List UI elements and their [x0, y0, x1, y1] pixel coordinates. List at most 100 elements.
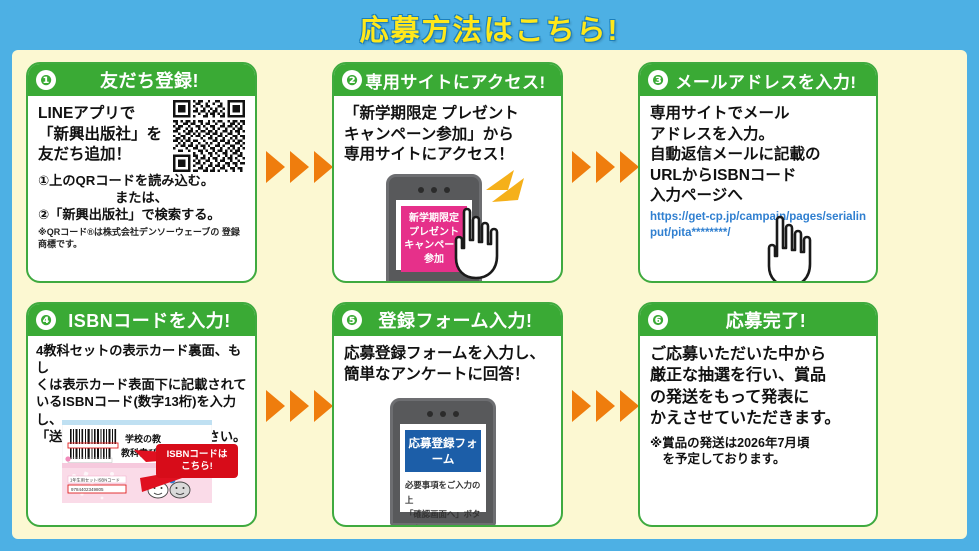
campaign-button[interactable]: 新学期限定 プレゼント キャンペーン参加: [401, 206, 467, 272]
phone-body: 応募登録フォーム 必要事項をご入力の上 「確認画面へ」ボタンを 押してください。: [390, 398, 496, 525]
qr-code-icon: [173, 100, 245, 172]
arrow-icon: [620, 151, 639, 183]
phone-dot-icon: [427, 411, 433, 417]
step-1-number: ❶: [36, 70, 56, 90]
phone-dot-icon: [453, 411, 459, 417]
form-instruction-lines: 必要事項をご入力の上 「確認画面へ」ボタンを 押してください。: [405, 478, 481, 525]
arrow-icon: [596, 151, 615, 183]
arrow-4-to-5: [266, 390, 333, 422]
phone-dots: [396, 187, 472, 193]
campaign-button-line-3: キャンペーン参加: [404, 240, 464, 265]
arrow-icon: [572, 390, 591, 422]
step-2-header: ❷ 専用サイトにアクセス!: [334, 64, 561, 96]
step-1-sub-2: または、: [115, 189, 168, 205]
isbn-callout-label: ISBNコードは こちら!: [156, 444, 238, 478]
step-5-header: ❺ 登録フォーム入力!: [334, 304, 561, 336]
arrow-icon: [266, 390, 285, 422]
step-4-line-1: 4教科セットの表示カード裏面、もし: [36, 343, 242, 376]
phone-dot-icon: [431, 187, 437, 193]
step-6-title: 応募完了!: [725, 311, 807, 331]
step-5-line-1: 応募登録フォームを入力し、: [344, 345, 546, 362]
arrow-icon: [290, 151, 309, 183]
step-2-title: 専用サイトにアクセス!: [365, 72, 546, 92]
step-card-6: ❻ 応募完了! ご応募いただいた中から 厳正な抽選を行い、賞品 の発送をもって発…: [638, 302, 878, 527]
step-3-line-2: アドレスを入力。: [650, 125, 775, 143]
step-2-line-3: 専用サイトにアクセス！: [344, 146, 514, 164]
step-4-number: ❹: [36, 310, 56, 330]
step-4-title: ISBNコードを入力!: [68, 311, 231, 331]
step-6-line-1: ご応募いただいた中から: [650, 346, 827, 363]
campaign-button-line-2: プレゼント: [409, 226, 459, 238]
form-instruction-line-1: 必要事項をご入力の上: [405, 480, 481, 505]
arrow-icon: [290, 390, 309, 422]
campaign-button-line-1: 新学期限定: [409, 213, 459, 224]
step-card-1: ❶ 友だち登録! LINEアプリで 「新興出版社」を 友だち追加！: [26, 62, 257, 283]
step-1-header: ❶ 友だち登録!: [28, 64, 255, 96]
step-5-body: 応募登録フォームを入力し、 簡単なアンケートに回答！ 応募登録フォーム: [334, 336, 561, 525]
step-4-line-2: くは表示カード表面下に記載されて: [36, 377, 247, 393]
step-card-3: ❸ メールアドレスを入力! 専用サイトでメール アドレスを入力。 自動返信メール…: [638, 62, 878, 283]
svg-text:学校の教: 学校の教: [125, 433, 162, 444]
phone-mockup-step5: 応募登録フォーム 必要事項をご入力の上 「確認画面へ」ボタンを 押してください。: [390, 398, 496, 525]
arrow-icon: [572, 151, 591, 183]
step-1-line-3: 友だち追加！: [38, 146, 132, 164]
step-6-body: ご応募いただいた中から 厳正な抽選を行い、賞品 の発送をもって発表に かえさせて…: [640, 336, 876, 525]
step-6-line-4: かえさせていただきます。: [650, 409, 841, 427]
isbn-callout-line-1: ISBNコードは: [166, 449, 228, 460]
step-2-line-1: 「新学期限定 プレゼント: [344, 105, 519, 122]
step-2-number: ❷: [342, 70, 362, 90]
phone-dots: [400, 411, 486, 417]
infographic-inner: 応募方法はこちら! ❶ 友だち登録! LINEアプリで 「新興出版社」を 友だち…: [6, 6, 973, 545]
step-2-body: 「新学期限定 プレゼント キャンペーン参加」から 専用サイトにアクセス！: [334, 96, 561, 281]
step-1-line-2: 「新興出版社」を: [38, 125, 163, 143]
step-4-body: 4教科セットの表示カード裏面、もし くは表示カード表面下に記載されて いるISB…: [28, 336, 255, 525]
step-6-line-2: 厳正な抽選を行い、賞品: [650, 367, 827, 385]
arrow-icon: [266, 151, 285, 183]
step-1-body: LINEアプリで 「新興出版社」を 友だち追加！: [28, 96, 255, 281]
phone-screen: 新学期限定 プレゼント キャンペーン参加: [396, 200, 472, 272]
arrow-5-to-6: [572, 390, 639, 422]
step-3-line-1: 専用サイトでメール: [650, 105, 790, 122]
arrow-icon: [620, 390, 639, 422]
isbn-callout-line-2: こちら!: [181, 460, 213, 472]
step-6-footnote-line-1: ※賞品の発送は2026年7月頃: [650, 436, 810, 451]
step-5-line-2: 簡単なアンケートに回答！: [344, 365, 530, 383]
phone-dot-icon: [418, 187, 424, 193]
step-6-number: ❻: [648, 310, 668, 330]
phone-dot-icon: [444, 187, 450, 193]
arrow-icon: [596, 390, 615, 422]
step-6-header: ❻ 応募完了!: [640, 304, 876, 336]
svg-text:9784402349805: 9784402349805: [71, 487, 104, 492]
arrow-1-to-2: [266, 151, 333, 183]
registration-form-header: 応募登録フォーム: [405, 430, 481, 472]
phone-body: 新学期限定 プレゼント キャンペーン参加: [386, 174, 482, 281]
form-instruction-line-2: 「確認画面へ」ボタンを: [405, 509, 481, 525]
arrow-icon: [314, 390, 333, 422]
step-card-2: ❷ 専用サイトにアクセス! 「新学期限定 プレゼント キャンペーン参加」から 専…: [332, 62, 563, 283]
step-5-number: ❺: [342, 310, 362, 330]
steps-canvas: ❶ 友だち登録! LINEアプリで 「新興出版社」を 友だち追加！: [12, 50, 967, 539]
click-burst-icon: [484, 168, 530, 213]
header-bar: 応募方法はこちら!: [6, 6, 973, 50]
step-3-line-4: URLからISBNコード: [650, 166, 797, 184]
serial-input-url-link[interactable]: https://get-cp.jp/campain/pages/serialin…: [650, 211, 866, 239]
step-3-body: 専用サイトでメール アドレスを入力。 自動返信メールに記載の URLからISBN…: [640, 96, 876, 281]
step-4-header: ❹ ISBNコードを入力!: [28, 304, 255, 336]
step-1-sub-3: ②「新興出版社」で検索する。: [38, 207, 221, 223]
step-3-header: ❸ メールアドレスを入力!: [640, 64, 876, 96]
step-6-footnote-line-2: を予定しております。: [650, 452, 786, 467]
step-3-number: ❸: [648, 70, 668, 90]
step-2-line-2: キャンペーン参加」から: [344, 125, 514, 143]
step-card-5: ❺ 登録フォーム入力! 応募登録フォームを入力し、 簡単なアンケートに回答！: [332, 302, 563, 527]
step-1-footnote: ※QRコード®は株式会社デンソーウェーブの 登録商標です。: [38, 227, 240, 249]
svg-text:1年生用セットISBNコード: 1年生用セットISBNコード: [70, 477, 120, 484]
step-3-line-5: 入力ページへ: [650, 187, 743, 205]
step-5-title: 登録フォーム入力!: [378, 311, 533, 331]
arrow-2-to-3: [572, 151, 639, 183]
step-1-title: 友だち登録!: [100, 71, 199, 91]
step-6-line-3: の発送をもって発表に: [650, 388, 810, 406]
step-1-line-1: LINEアプリで: [38, 105, 136, 122]
phone-screen: 応募登録フォーム 必要事項をご入力の上 「確認画面へ」ボタンを 押してください。: [400, 424, 486, 525]
arrow-icon: [314, 151, 333, 183]
